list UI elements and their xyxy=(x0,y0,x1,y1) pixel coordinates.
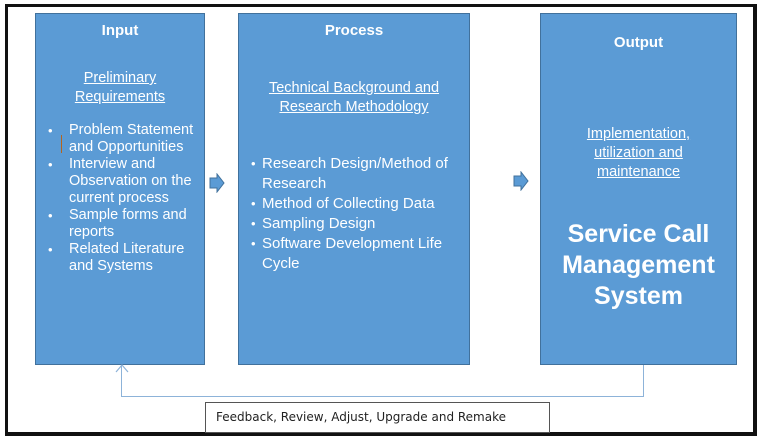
list-item: Sample forms and reports xyxy=(48,207,203,241)
input-title: Input xyxy=(101,22,139,39)
feedback-label-box: Feedback, Review, Adjust, Upgrade and Re… xyxy=(205,402,550,433)
process-items-list: Research Design/Method of Research Metho… xyxy=(251,154,467,274)
text-cursor-mark xyxy=(61,135,62,153)
output-subtitle-line: utilization and xyxy=(594,145,683,161)
input-subtitle-line: Preliminary xyxy=(83,70,157,86)
right-arrow-icon xyxy=(513,171,529,191)
list-item: Research Design/Method of Research xyxy=(251,154,467,194)
process-subtitle-line: Research Methodology xyxy=(279,99,429,115)
list-item: Method of Collecting Data xyxy=(251,194,467,214)
list-item: Related Literature and Systems xyxy=(48,241,203,275)
feedback-loop-line xyxy=(121,365,644,397)
process-title: Process xyxy=(324,22,384,39)
list-item: Problem Statement and Opportunities xyxy=(48,122,203,156)
right-arrow-icon xyxy=(209,173,225,193)
output-subtitle-line: Implementation, xyxy=(586,126,691,142)
process-subtitle-line: Technical Background and xyxy=(268,80,440,96)
process-subtitle: Technical Background and Research Method… xyxy=(239,79,469,117)
output-title: Output xyxy=(613,34,664,51)
input-items-list: Problem Statement and Opportunities Inte… xyxy=(48,122,203,275)
output-box: Output Implementation, utilization and m… xyxy=(540,13,737,365)
system-name: Service Call Management System xyxy=(541,219,736,312)
system-name-line: Management xyxy=(562,251,715,279)
process-box: Process Technical Background and Researc… xyxy=(238,13,470,365)
output-subtitle-line: maintenance xyxy=(596,164,681,180)
list-item: Software Development Life Cycle xyxy=(251,234,467,274)
input-subtitle-line: Requirements xyxy=(74,89,166,105)
input-box: Input Preliminary Requirements Problem S… xyxy=(35,13,205,365)
up-arrow-icon xyxy=(115,364,129,373)
system-name-line: System xyxy=(594,282,683,310)
input-subtitle: Preliminary Requirements xyxy=(36,69,204,107)
list-item: Interview and Observation on the current… xyxy=(48,156,203,207)
list-item: Sampling Design xyxy=(251,214,467,234)
system-name-line: Service Call xyxy=(567,220,710,248)
output-subtitle: Implementation, utilization and maintena… xyxy=(541,125,736,182)
